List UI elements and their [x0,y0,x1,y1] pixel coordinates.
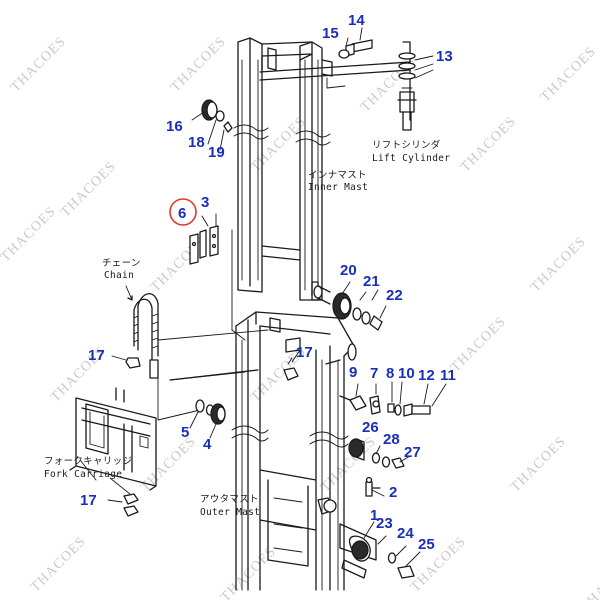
washer [398,72,416,80]
bracket-line [326,77,346,89]
label-outer-mast-en: Outer Mast [200,507,260,518]
callout-17-mast: 17 [296,344,313,361]
callout-8: 8 [386,365,394,382]
nut-17-left [125,357,141,369]
callout-14: 14 [348,12,365,29]
watermark: THACOES [0,204,59,265]
callout-12: 12 [418,367,435,384]
watermark: THACOES [138,434,199,495]
callout-10: 10 [398,365,415,382]
callout-5: 5 [181,424,189,441]
callout-11: 11 [440,367,456,384]
watermark: THACOES [28,534,89,595]
label-chain-en: Chain [104,270,134,281]
route-line [169,369,259,381]
callout-2: 2 [389,484,397,501]
callout-22: 22 [386,287,403,304]
lift-cylinder-top [397,41,417,131]
callout-25: 25 [418,536,435,553]
callout-17-bottom: 17 [80,492,97,509]
callout-28: 28 [383,431,400,448]
callout-9: 9 [349,364,357,381]
watermark: THACOES [528,234,589,295]
cylinder-bracket [259,61,411,81]
callout-numbers: 14 15 13 16 18 19 6 3 20 21 22 17 17 9 7… [80,12,456,553]
label-inner-mast-en: Inner Mast [308,182,368,193]
callout-17-left: 17 [88,347,105,364]
callout-15: 15 [322,25,339,42]
washer [398,62,416,70]
label-chain-jp: チェーン [102,258,141,269]
callout-1: 1 [370,507,378,524]
label-lift-cylinder-jp: リフトシリンダ [372,139,441,151]
callout-13: 13 [436,48,453,65]
roller-20-21-22 [313,285,387,331]
callout-26: 26 [362,419,379,436]
chain [125,285,159,379]
outer-mast [231,311,357,591]
fork-carriage [69,387,157,495]
watermark: THACOES [458,114,519,175]
callout-leaders [107,27,385,539]
callout-6: 6 [178,205,186,222]
part-labels: リフトシリンダ Lift Cylinder インナマスト Inner Mast … [44,139,450,518]
callout-4: 4 [203,436,212,453]
label-fork-carriage-en: Fork Carriage [44,469,122,480]
callout-20: 20 [340,262,357,279]
inner-mast [233,37,333,301]
callout-3: 3 [201,194,209,211]
bolt-assembly-14-15 [338,39,373,59]
callout-18: 18 [188,134,205,151]
watermark: THACOES [538,44,599,105]
chain-plates-3-6 [189,213,246,341]
tilt-mount-1-23-25 [339,523,421,579]
watermark: THACOES [508,434,569,495]
callout-23: 23 [376,515,393,532]
washer [398,52,416,60]
pin-bolt-group-7-12 [339,381,447,417]
callout-19: 19 [208,144,225,161]
watermark: THACOES [58,159,119,220]
sheave-4-5 [195,399,226,425]
watermark: THACOES [8,34,69,95]
watermark: THACOES [578,554,600,600]
leader-line [414,55,434,79]
callout-27: 27 [404,444,421,461]
bolt-group-26-28 [348,438,411,469]
watermark: THACOES [448,314,509,375]
label-lift-cylinder-en: Lift Cylinder [372,153,450,164]
label-outer-mast-jp: アウタマスト [200,494,259,505]
label-fork-carriage-jp: フォークキャリッジ [44,456,132,467]
nut-17-mast [283,357,299,381]
sheave-16-assembly [201,99,233,133]
callout-24: 24 [397,525,414,542]
highlight-circle [169,198,197,226]
nut-17-bottom [123,493,139,517]
callout-21: 21 [363,273,380,290]
watermark: THACOES [168,34,229,95]
grease-fitting-2 [365,476,381,497]
label-inner-mast-jp: インナマスト [308,170,367,181]
callout-7: 7 [370,365,378,382]
watermark: THACOES [218,544,279,600]
callout-16: 16 [166,118,183,135]
